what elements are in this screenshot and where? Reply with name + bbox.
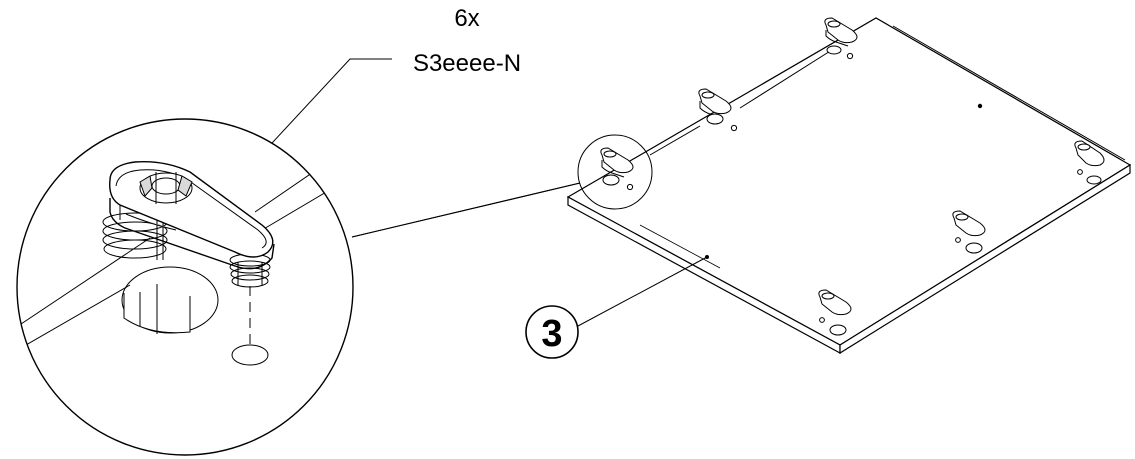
part-number-bubble xyxy=(525,305,579,359)
detail-view xyxy=(16,118,354,456)
cam-lock-1 xyxy=(824,17,858,60)
detail-highlight-circle xyxy=(577,134,653,210)
part-number-leader xyxy=(577,256,708,327)
cam-lock-4 xyxy=(1074,140,1105,185)
detail-circle-tangent xyxy=(351,182,581,238)
cam-lock-5 xyxy=(952,210,986,254)
cam-lock-3 xyxy=(600,147,634,191)
panel-part-3 xyxy=(566,17,1132,355)
cam-lock-6 xyxy=(818,289,852,336)
quantity-label: 6x xyxy=(454,5,479,32)
part-number-label: 3 xyxy=(541,313,562,355)
cam-lock-magnified xyxy=(109,161,275,270)
cam-lock-2 xyxy=(698,88,738,132)
detail-connector-upper xyxy=(649,125,701,156)
part-code-label: S3eeee-N xyxy=(413,50,521,77)
panel-edge-guide xyxy=(739,47,836,109)
